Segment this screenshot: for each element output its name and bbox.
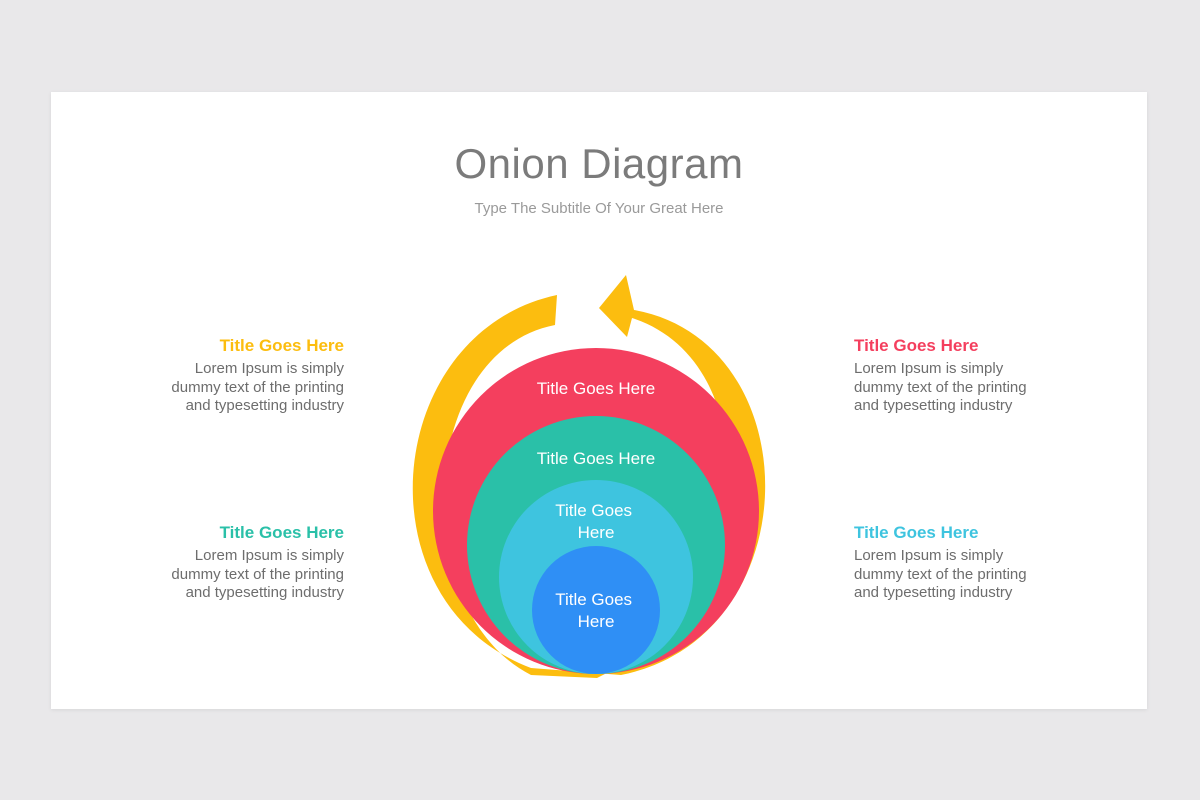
onion-layer-4-label: Title Goes Here	[555, 590, 637, 631]
callout-title: Title Goes Here	[854, 336, 979, 355]
callout-line: dummy text of the printing	[171, 565, 344, 583]
onion-layer-3-label: Title Goes Here	[555, 501, 637, 542]
callout-body: Lorem Ipsum is simply dummy text of the …	[144, 360, 344, 416]
callout-line: dummy text of the printing	[171, 378, 344, 396]
callout-line: Lorem Ipsum is simply	[194, 547, 344, 564]
callout-line: and typesetting industry	[854, 397, 1013, 414]
layer-label-line: Title Goes Here	[537, 449, 655, 468]
callout-line: and typesetting industry	[185, 397, 344, 414]
page-subtitle: Type The Subtitle Of Your Great Here	[474, 200, 724, 217]
callout-body: Lorem Ipsum is simply dummy text of the …	[854, 547, 1054, 603]
callout-body: Lorem Ipsum is simply dummy text of the …	[854, 360, 1054, 416]
callout-body: Lorem Ipsum is simply dummy text of the …	[144, 547, 344, 603]
callout-line: and typesetting industry	[185, 584, 344, 601]
layer-label-line: Title Goes	[555, 501, 632, 520]
layer-label-line: Title Goes	[555, 590, 632, 609]
layer-label-line: Here	[578, 612, 615, 631]
callout-line: dummy text of the printing	[854, 378, 1027, 396]
callout-bottom-right: Title Goes Here Lorem Ipsum is simply du…	[854, 523, 1054, 603]
layer-label-line: Title Goes Here	[537, 379, 655, 398]
page-title: Onion Diagram	[454, 140, 744, 187]
onion-diagram: Title Goes Here Title Goes Here Title Go…	[412, 275, 766, 678]
callout-title: Title Goes Here	[219, 336, 344, 355]
onion-layer-4	[532, 546, 660, 674]
callout-bottom-left: Title Goes Here Lorem Ipsum is simply du…	[144, 523, 344, 603]
callout-line: Lorem Ipsum is simply	[854, 360, 1004, 377]
callout-title: Title Goes Here	[219, 523, 344, 542]
callout-line: Lorem Ipsum is simply	[854, 547, 1004, 564]
onion-layer-2-label: Title Goes Here	[537, 449, 655, 468]
onion-layer-1-label: Title Goes Here	[537, 379, 655, 398]
callout-top-left: Title Goes Here Lorem Ipsum is simply du…	[144, 336, 344, 416]
slide: Onion Diagram Type The Subtitle Of Your …	[51, 92, 1147, 709]
callout-line: dummy text of the printing	[854, 565, 1027, 583]
callout-title: Title Goes Here	[854, 523, 979, 542]
callout-line: and typesetting industry	[854, 584, 1013, 601]
callout-top-right: Title Goes Here Lorem Ipsum is simply du…	[854, 336, 1054, 416]
layer-label-line: Here	[578, 523, 615, 542]
callout-line: Lorem Ipsum is simply	[194, 360, 344, 377]
